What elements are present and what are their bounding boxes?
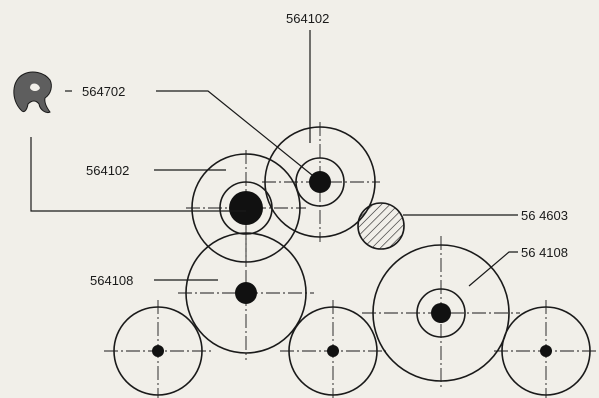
gear-upper-left: [186, 150, 306, 266]
circlip-icon: [13, 71, 52, 113]
label-564108-left: 564108: [90, 273, 133, 288]
gear-upper-right: [262, 122, 380, 242]
label-564603: 56 4603: [521, 208, 568, 223]
label-564102-top: 564102: [286, 11, 329, 26]
gear-bottom-left: [104, 300, 212, 398]
label-564702: 564702: [82, 84, 125, 99]
label-564102-left: 564102: [86, 163, 129, 178]
gear-large-right: [362, 236, 520, 390]
gear-bottom-right: [494, 300, 599, 398]
idler-hatched: [357, 202, 405, 250]
label-564108-right: 56 4108: [521, 245, 568, 260]
leader-lines: [30, 30, 518, 287]
gear-bottom-middle: [280, 300, 386, 398]
